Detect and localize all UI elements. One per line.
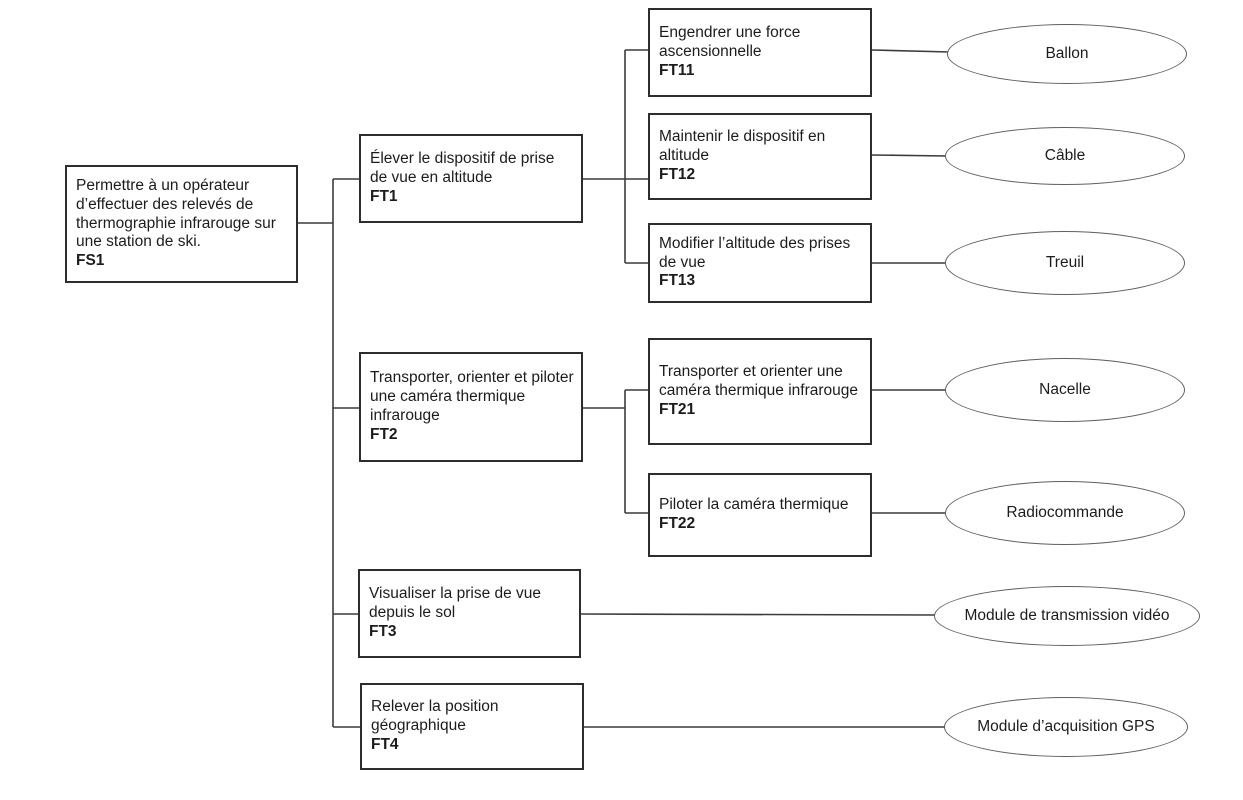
function-label-ft1: Élever le dispositif de prise de vue en … [370,150,555,187]
function-code-ft21: FT21 [659,400,696,418]
function-box-ft21: Transporter et orienter une caméra therm… [648,338,872,445]
function-box-ft12: Maintenir le dispositif en altitude FT12 [648,113,872,200]
function-box-ft11: Engendrer une force ascensionnelle FT11 [648,8,872,97]
solution-label-radiocommande: Radiocommande [1006,504,1124,521]
solution-ellipse-nacelle: Nacelle [945,358,1185,422]
solution-label-module-acquisition-gps: Module d’acquisition GPS [977,718,1155,735]
solution-ellipse-cable: Câble [945,127,1185,185]
solution-label-cable: Câble [1044,147,1086,164]
function-box-fs1: Permettre à un opérateur d’effectuer des… [65,165,298,283]
function-box-ft3: Visualiser la prise de vue depuis le sol… [358,569,581,658]
function-code-ft2: FT2 [370,425,398,443]
function-box-ft1: Élever le dispositif de prise de vue en … [359,134,583,223]
solution-ellipse-radiocommande: Radiocommande [945,481,1185,545]
function-label-ft4: Relever la position géographique [371,698,499,735]
function-box-ft22: Piloter la caméra thermique FT22 [648,473,872,557]
function-label-ft12: Maintenir le dispositif en altitude [659,128,826,165]
function-label-ft22: Piloter la caméra thermique [659,496,849,514]
function-code-ft12: FT12 [659,165,696,183]
function-code-ft13: FT13 [659,272,696,290]
connector-ft12-cable [871,154,948,157]
function-box-ft2: Transporter, orienter et piloter une cam… [359,352,583,462]
function-code-ft3: FT3 [369,622,397,640]
function-label-fs1: Permettre à un opérateur d’effectuer des… [76,176,276,251]
function-code-fs1: FS1 [76,252,105,270]
connector-ft3-module-video [580,613,937,616]
solution-label-ballon: Ballon [1045,45,1089,62]
solution-ellipse-ballon: Ballon [947,24,1187,84]
function-box-ft4: Relever la position géographique FT4 [360,683,584,770]
function-label-ft21: Transporter et orienter une caméra therm… [659,363,859,400]
function-code-ft4: FT4 [371,735,399,753]
solution-ellipse-module-acquisition-gps: Module d’acquisition GPS [944,697,1188,757]
function-label-ft13: Modifier l’altitude des prises de vue [659,234,851,271]
connector-ft11-ballon [871,49,951,53]
function-label-ft3: Visualiser la prise de vue depuis le sol [369,585,542,622]
function-code-ft1: FT1 [370,187,398,205]
solution-label-module-transmission-video: Module de transmission vidéo [964,607,1170,624]
function-code-ft22: FT22 [659,515,696,532]
solution-label-treuil: Treuil [1045,254,1085,271]
function-box-ft13: Modifier l’altitude des prises de vue FT… [648,223,872,303]
solution-label-nacelle: Nacelle [1039,381,1091,398]
function-label-ft2: Transporter, orienter et piloter une cam… [370,369,574,424]
solution-ellipse-module-transmission-video: Module de transmission vidéo [934,586,1200,646]
function-code-ft11: FT11 [659,61,695,79]
solution-ellipse-treuil: Treuil [945,231,1185,295]
function-label-ft11: Engendrer une force ascensionnelle [659,24,801,61]
